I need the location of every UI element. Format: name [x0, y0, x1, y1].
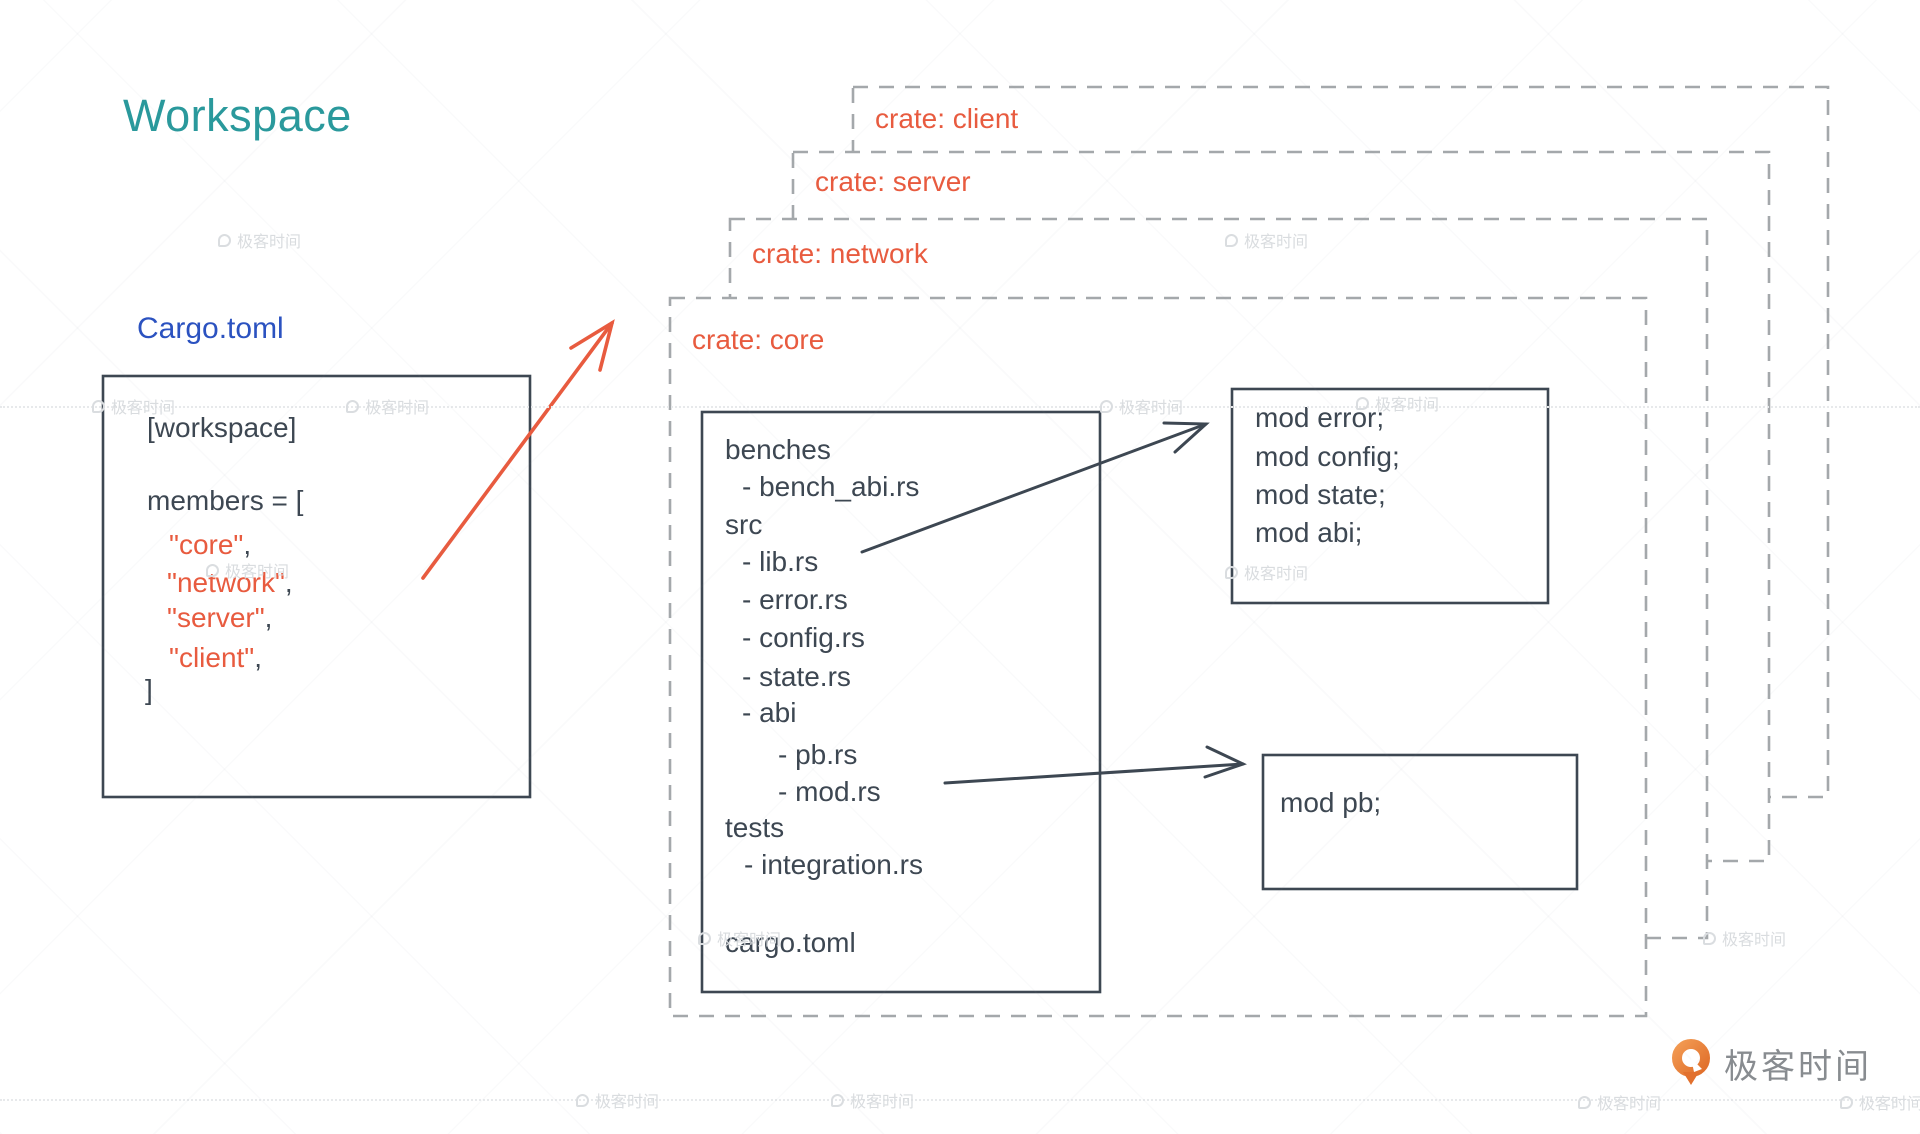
toml-workspace-header: [workspace] [147, 412, 297, 443]
tree-line-tests: tests [725, 812, 785, 843]
mod-pb-box [1261, 753, 1579, 891]
crate-server-label: crate: server [815, 166, 971, 197]
watermark-dotline-top [0, 406, 1920, 408]
tree-line-state: - state.rs [742, 661, 851, 692]
tree-line-config: - config.rs [742, 622, 865, 653]
comma: , [264, 602, 273, 633]
member-server-string: "server" [167, 602, 265, 633]
crate-core-label: crate: core [692, 324, 825, 355]
mod-pb-line: mod pb; [1280, 787, 1382, 818]
cargo-toml-label: Cargo.toml [137, 312, 284, 345]
tree-line-lib: - lib.rs [742, 546, 819, 577]
watermark-dotline-bottom [0, 1099, 1920, 1101]
tree-line-integration: - integration.rs [744, 849, 923, 880]
mod-state-line: mod state; [1255, 479, 1386, 510]
mod-error-box [1230, 387, 1550, 605]
tree-line-abi: - abi [742, 697, 797, 728]
crate-network-label: crate: network [752, 238, 928, 269]
crate-client-label: crate: client [875, 103, 1019, 134]
comma: , [284, 567, 293, 598]
tree-line-error: - error.rs [742, 584, 848, 615]
toml-member-network: "network", [167, 567, 293, 598]
member-network-string: "network" [167, 567, 285, 598]
tree-line-benches: benches [725, 434, 831, 465]
geektime-logo: 极客时间 [1670, 1038, 1872, 1088]
arrow-members-to-core [421, 319, 615, 580]
tree-line-bench-abi: - bench_abi.rs [742, 471, 920, 502]
member-client-string: "client" [169, 642, 255, 673]
member-core-string: "core" [169, 529, 244, 560]
toml-member-core: "core", [169, 529, 252, 560]
tree-line-mod: - mod.rs [778, 776, 881, 807]
toml-members-close: ] [145, 674, 153, 705]
tree-line-pb: - pb.rs [778, 739, 858, 770]
mod-abi-line: mod abi; [1255, 517, 1363, 548]
toml-members-open: members = [ [147, 485, 304, 516]
mod-config-line: mod config; [1255, 441, 1400, 472]
geektime-logo-icon [1672, 1039, 1710, 1085]
toml-member-client: "client", [169, 642, 263, 673]
toml-member-server: "server", [167, 602, 273, 633]
file-tree-box [700, 410, 1102, 994]
arrow-modrs-to-modpb [943, 745, 1247, 785]
tree-line-src: src [725, 509, 763, 540]
comma: , [243, 529, 252, 560]
page-title: Workspace [123, 90, 352, 141]
workspace-toml-box [101, 374, 532, 799]
geektime-logo-text: 极客时间 [1724, 1047, 1872, 1086]
tree-line-cargo-toml: cargo.toml [725, 927, 856, 958]
comma: , [254, 642, 263, 673]
arrow-librs-to-mods [860, 421, 1210, 554]
